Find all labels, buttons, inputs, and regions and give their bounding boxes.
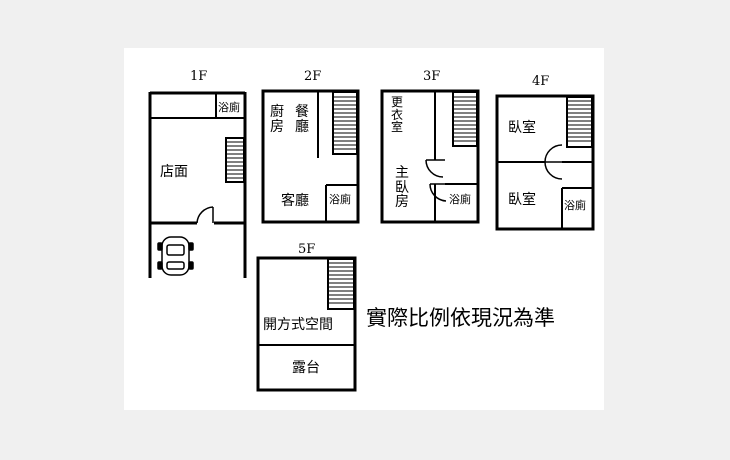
room-label-3f-master: 主臥房 — [395, 165, 409, 211]
room-label-4f-bedroom-1: 臥室 — [508, 120, 536, 136]
floor-3f-walls — [380, 89, 480, 224]
floor-3f-stairs — [452, 91, 478, 147]
floor-1f-door — [196, 206, 214, 224]
room-label-1f-shop: 店面 — [160, 164, 188, 180]
room-label-2f-dining: 餐廳 — [295, 104, 309, 135]
scale-note: 實際比例依現況為準 — [366, 306, 555, 330]
room-label-1f-bath: 浴廁 — [218, 101, 240, 114]
car-icon — [157, 236, 194, 276]
floor-title-1f: 1F — [190, 69, 208, 84]
room-label-4f-bath: 浴廁 — [564, 199, 586, 212]
floor-1f-stairs — [225, 137, 245, 183]
room-label-2f-kitchen: 廚房 — [270, 104, 284, 135]
room-label-3f-dressing: 更衣室 — [390, 95, 403, 135]
floor-5f-walls — [256, 256, 357, 392]
floor-1f-walls — [148, 91, 247, 278]
room-label-5f-terrace: 露台 — [292, 360, 320, 376]
floor-title-2f: 2F — [304, 69, 322, 84]
floor-4f-walls — [495, 94, 595, 231]
room-label-3f-bath: 浴廁 — [449, 193, 471, 206]
floor-title-3f: 3F — [423, 69, 441, 84]
floor-2f-stairs — [332, 91, 358, 155]
room-label-5f-open-space: 開方式空間 — [263, 317, 333, 333]
room-label-2f-living: 客廳 — [281, 193, 309, 209]
floor-4f-doors — [544, 144, 563, 180]
floor-2f-walls — [261, 89, 360, 224]
floor-5f-stairs — [327, 258, 355, 310]
floor-title-5f: 5F — [298, 242, 316, 257]
room-label-2f-bath: 浴廁 — [329, 193, 351, 206]
floor-title-4f: 4F — [532, 74, 550, 89]
room-label-4f-bedroom-2: 臥室 — [508, 192, 536, 208]
floor-4f-stairs — [566, 96, 593, 148]
floor-3f-doors — [425, 159, 447, 202]
